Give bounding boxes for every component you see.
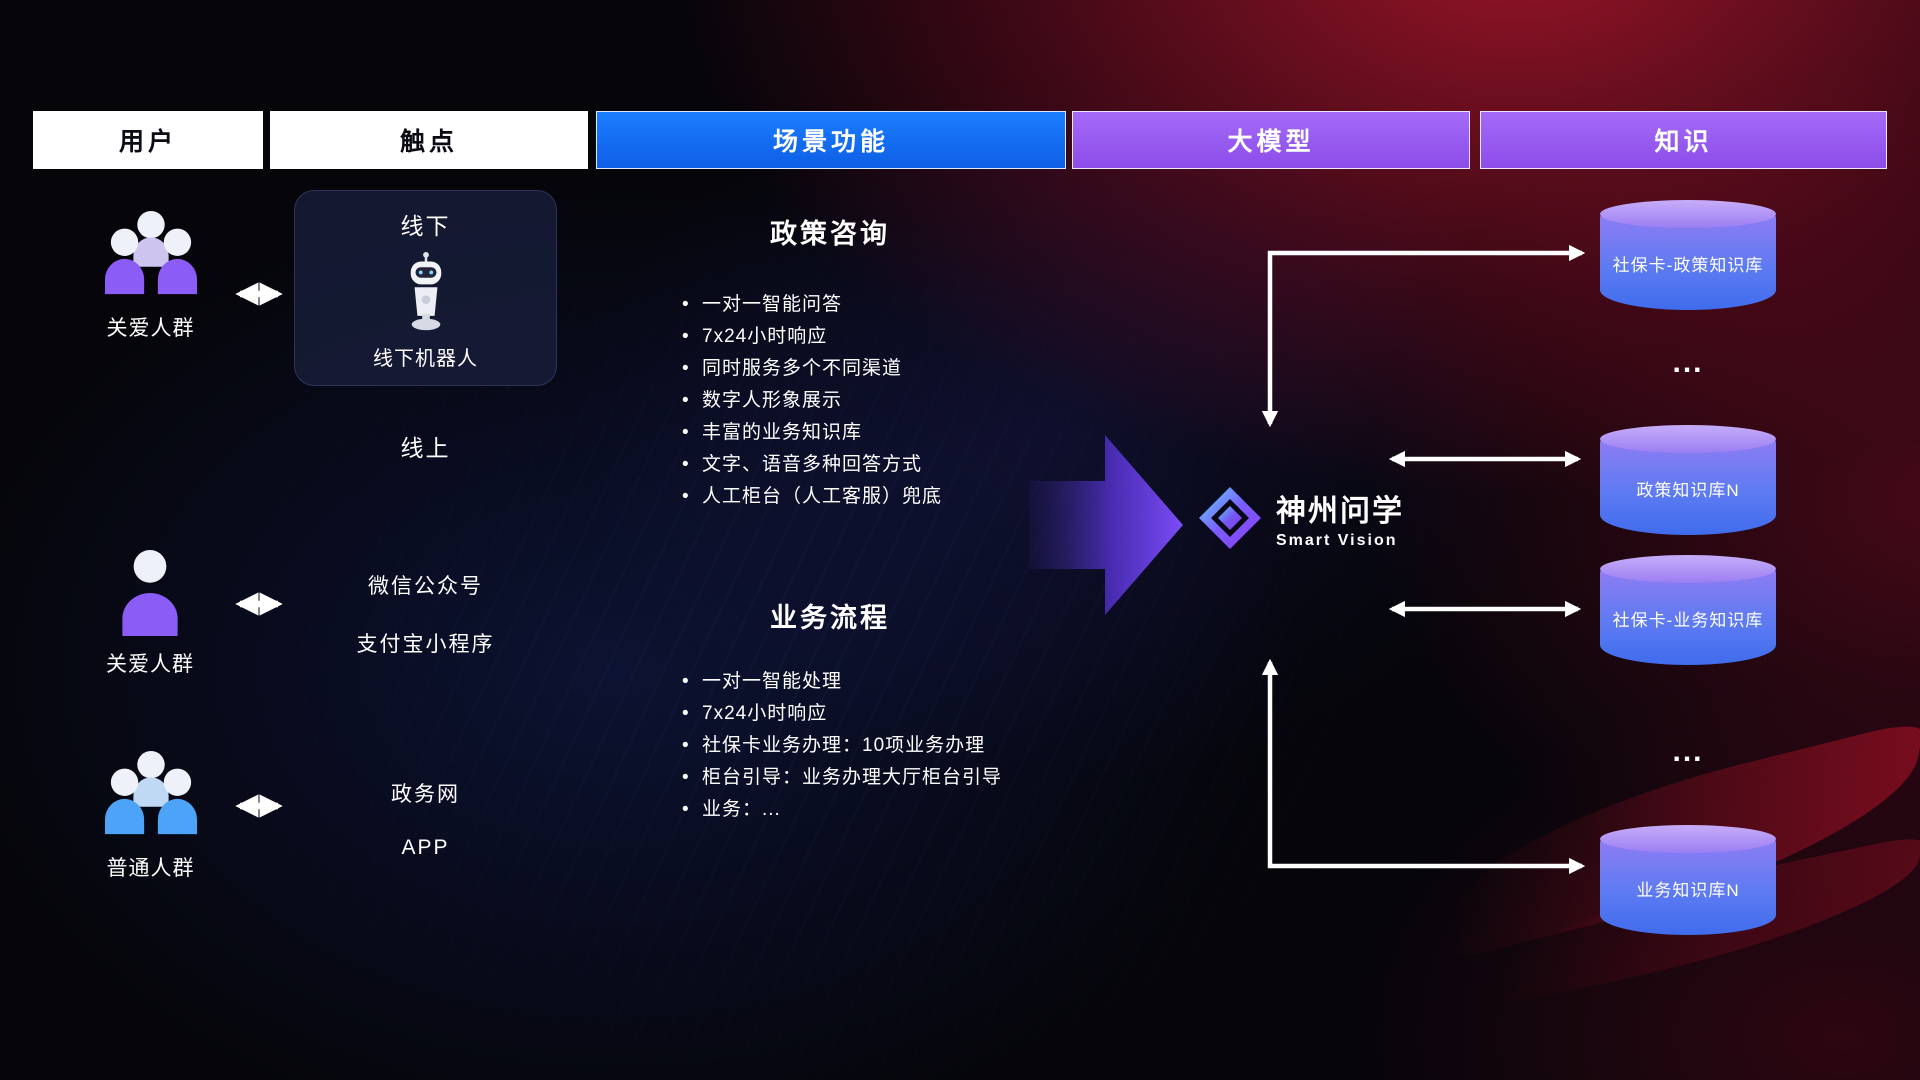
header-touchpoints: 触点 <box>270 111 588 169</box>
robot-icon <box>410 251 441 330</box>
database-label: 业务知识库N <box>1636 880 1740 900</box>
database-icon <box>1600 825 1776 853</box>
header-knowledge: 知识 <box>1480 111 1887 169</box>
database-policy-n: 政策知识库N <box>1600 425 1776 535</box>
list-item: 同时服务多个不同渠道 <box>680 353 1120 385</box>
model-name: 神州问学 <box>1276 495 1404 528</box>
channel-gov-web: 政务网 <box>391 783 460 806</box>
user-care-group-2: 关爱人群 <box>105 548 195 678</box>
online-label: 线上 <box>400 435 451 461</box>
database-icon <box>1600 839 1776 935</box>
user-ordinary-group: 普通人群 <box>78 748 223 882</box>
channel-app: APP <box>401 836 450 859</box>
model-logo: 神州问学 Smart Vision <box>1198 486 1404 550</box>
database-icon <box>1600 555 1776 583</box>
offline-touchpoint-card: 线下 线下机器人 <box>294 190 557 386</box>
database-icon <box>1600 200 1776 228</box>
list-item: 人工柜台（人工客服）兜底 <box>680 481 1120 513</box>
group-icon <box>104 210 197 295</box>
list-item: 一对一智能问答 <box>680 289 1120 321</box>
offline-robot-label: 线下机器人 <box>373 348 478 370</box>
header-large-model: 大模型 <box>1072 111 1470 169</box>
database-icon <box>1600 569 1776 665</box>
list-item: 7x24小时响应 <box>680 698 1120 730</box>
business-process-title: 业务流程 <box>770 603 890 633</box>
list-item: 社保卡业务办理：10项业务办理 <box>680 730 1120 762</box>
list-item: 业务：... <box>680 794 1120 826</box>
list-item: 丰富的业务知识库 <box>680 417 1120 449</box>
ellipsis-business: ... <box>1672 735 1704 768</box>
business-process-list: 一对一智能处理 7x24小时响应 社保卡业务办理：10项业务办理 柜台引导：业务… <box>680 666 1120 826</box>
database-business-n: 业务知识库N <box>1600 825 1776 935</box>
group-icon <box>104 750 197 835</box>
ellipsis-policy: ... <box>1672 346 1704 379</box>
policy-consulting-title: 政策咨询 <box>770 219 890 249</box>
offline-label: 线下 <box>400 213 451 239</box>
user-label: 关爱人群 <box>106 317 195 340</box>
channel-wechat: 微信公众号 <box>368 575 483 598</box>
policy-consulting-list: 一对一智能问答 7x24小时响应 同时服务多个不同渠道 数字人形象展示 丰富的业… <box>680 289 1120 513</box>
user-care-group-1: 关爱人群 <box>78 208 223 342</box>
database-label: 社保卡-政策知识库 <box>1612 255 1764 275</box>
connector-policy-socialcard <box>1261 244 1586 428</box>
connector-business-n <box>1261 658 1586 875</box>
channel-alipay-miniprogram: 支付宝小程序 <box>356 633 495 656</box>
person-icon <box>122 550 178 636</box>
header-users: 用户 <box>33 111 263 169</box>
database-icon <box>1600 439 1776 535</box>
header-scene-functions: 场景功能 <box>596 111 1066 169</box>
database-label: 政策知识库N <box>1636 480 1740 500</box>
database-label: 社保卡-业务知识库 <box>1612 610 1764 630</box>
database-icon <box>1600 214 1776 310</box>
list-item: 文字、语音多种回答方式 <box>680 449 1120 481</box>
database-icon <box>1600 425 1776 453</box>
user-label: 普通人群 <box>106 857 195 880</box>
list-item: 7x24小时响应 <box>680 321 1120 353</box>
database-policy-socialcard: 社保卡-政策知识库 <box>1600 200 1776 310</box>
list-item: 柜台引导：业务办理大厅柜台引导 <box>680 762 1120 794</box>
model-subtitle: Smart Vision <box>1276 532 1398 549</box>
user-label: 关爱人群 <box>106 653 194 676</box>
diamond-logo-icon <box>1199 487 1261 549</box>
list-item: 一对一智能处理 <box>680 666 1120 698</box>
list-item: 数字人形象展示 <box>680 385 1120 417</box>
database-business-socialcard: 社保卡-业务知识库 <box>1600 555 1776 665</box>
